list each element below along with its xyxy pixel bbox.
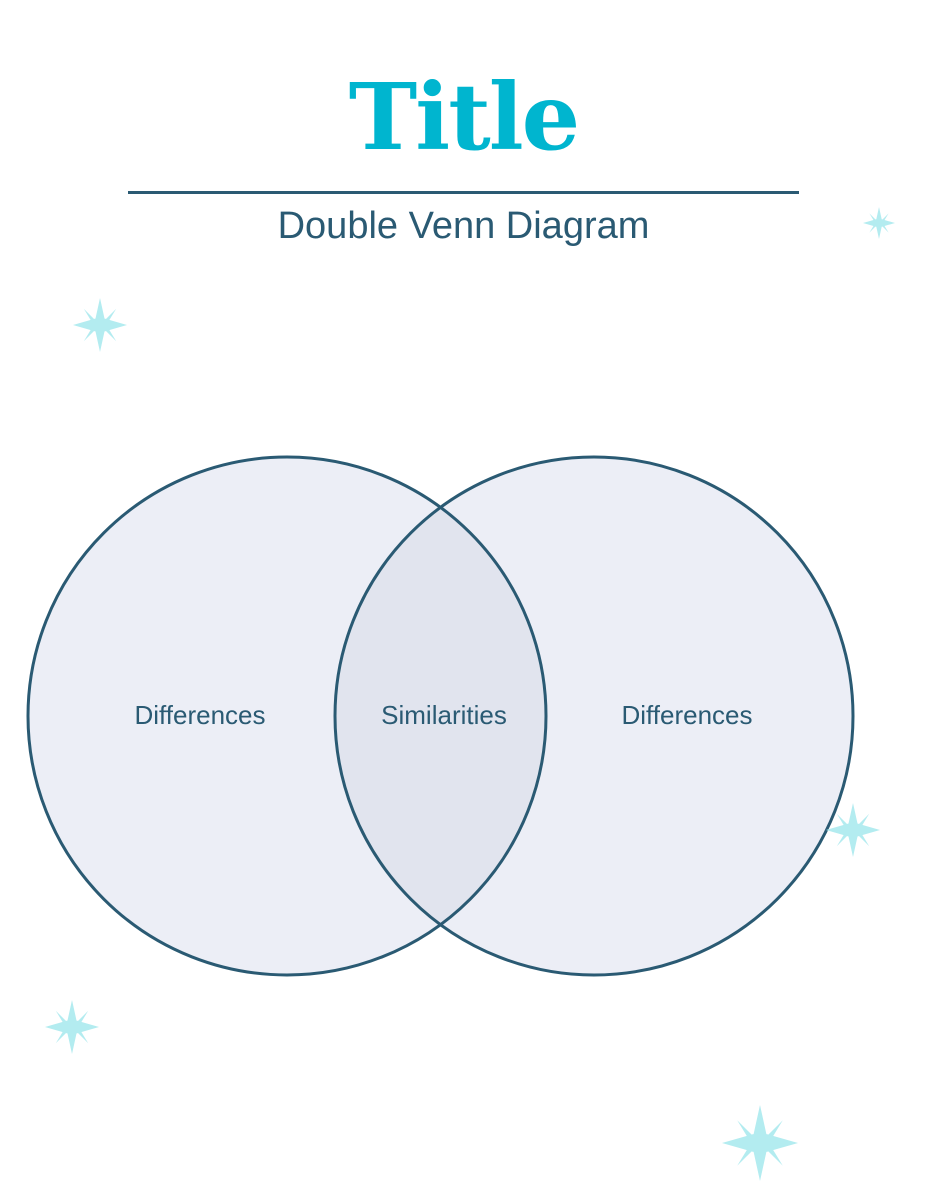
- sparkle-star-icon: [722, 1105, 798, 1186]
- sparkle-star-icon: [73, 298, 127, 357]
- sparkle-star-icon: [863, 207, 895, 244]
- similarities-label: Similarities: [381, 700, 507, 730]
- overlap-region: [335, 457, 546, 975]
- left-differences-label: Differences: [134, 700, 266, 730]
- sparkle-star-icon: [45, 1000, 99, 1059]
- right-differences-label: Differences: [621, 700, 753, 730]
- title-divider: [128, 191, 799, 194]
- page-subtitle: Double Venn Diagram: [277, 205, 650, 247]
- sparkle-star-icon: [826, 803, 880, 862]
- page-title: Title: [348, 63, 580, 171]
